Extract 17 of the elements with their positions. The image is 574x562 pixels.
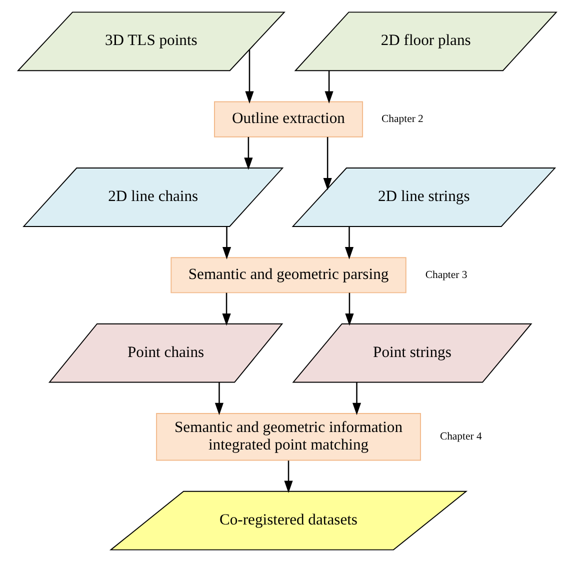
arrow (214, 382, 224, 416)
node-box: Outline extraction (214, 101, 364, 138)
node-label: Chapter 4 (440, 430, 482, 443)
node-box: Semantic and geometric information integrated point matching (156, 412, 421, 461)
arrow (324, 70, 334, 104)
arrow (284, 460, 293, 493)
arrow (352, 382, 362, 416)
arrow (345, 292, 354, 326)
arrow (222, 292, 231, 326)
node-box: Semantic and geometric parsing (170, 257, 406, 294)
arrow (244, 137, 253, 170)
arrow (323, 137, 332, 190)
arrow (245, 50, 254, 104)
node-label: Chapter 2 (382, 113, 424, 126)
node-label: Chapter 3 (425, 268, 468, 281)
arrow (344, 226, 354, 260)
arrow (222, 226, 232, 260)
